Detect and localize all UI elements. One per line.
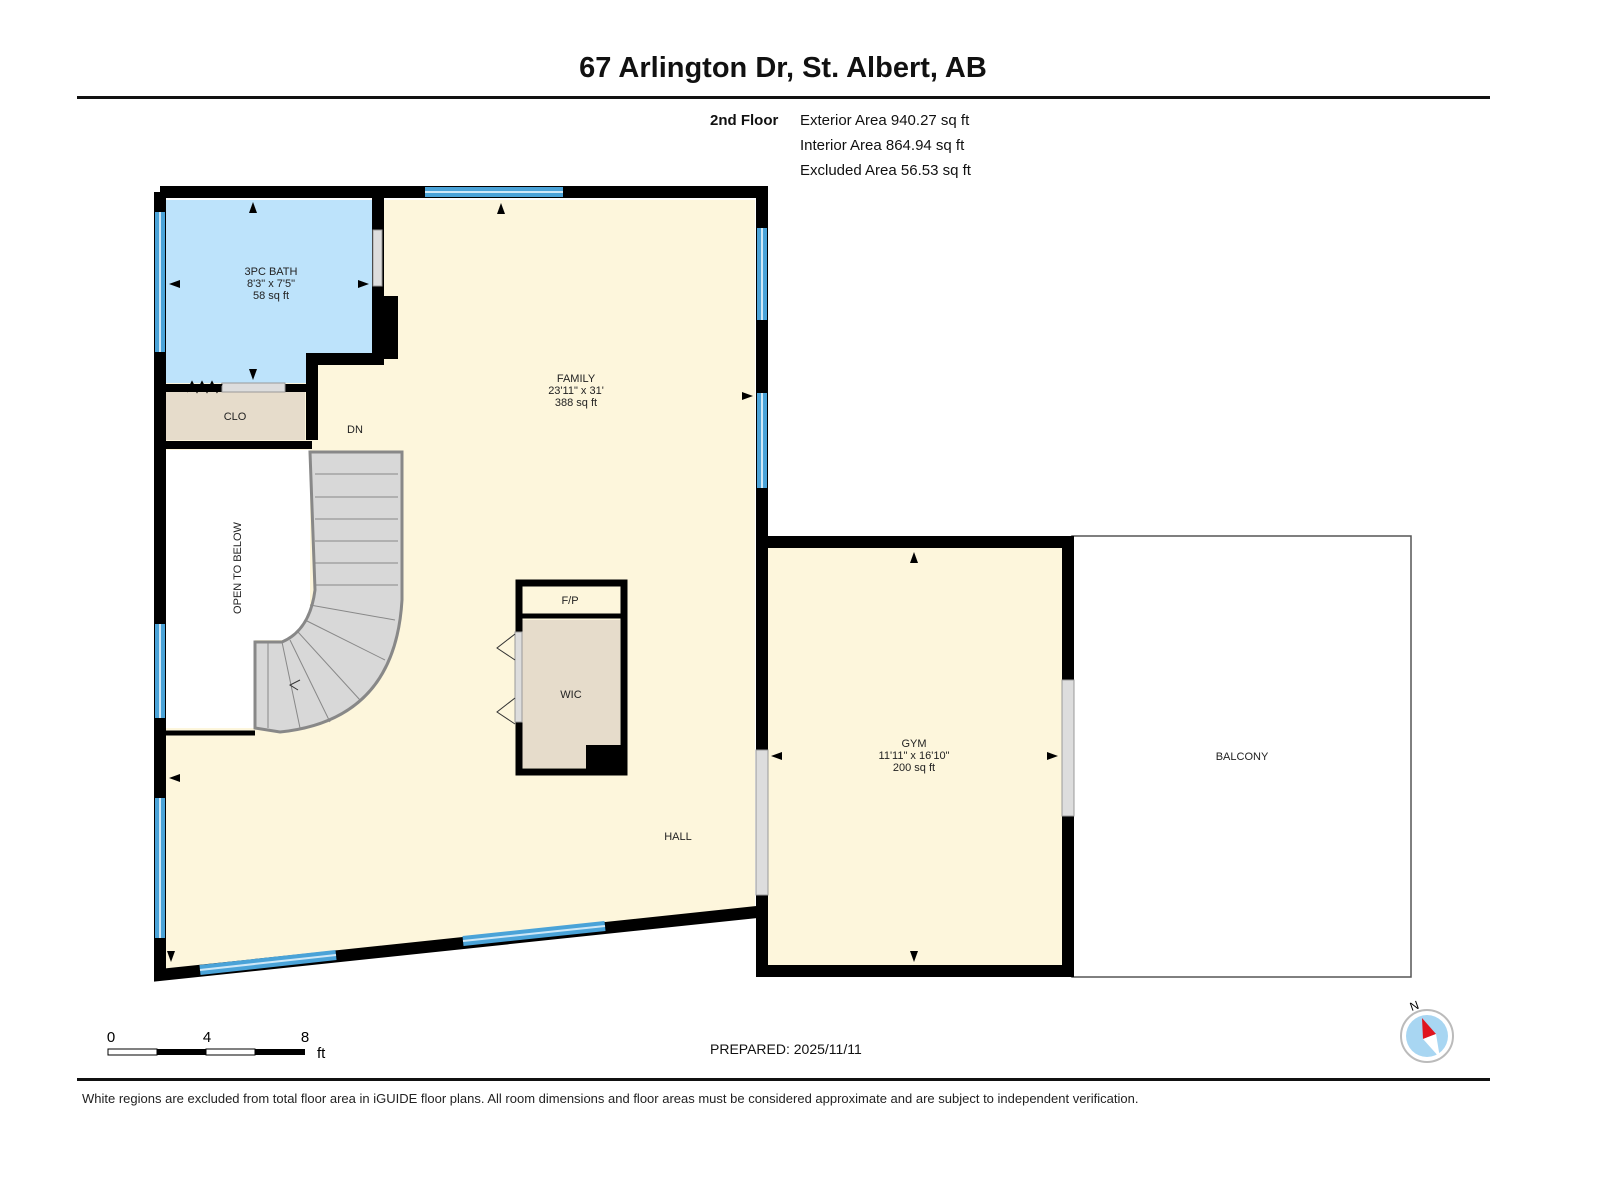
gym-area: 200 sq ft <box>893 762 935 774</box>
fireplace-label: F/P <box>561 595 578 607</box>
fireplace <box>522 588 620 612</box>
open-to-below-label: OPEN TO BELOW <box>232 521 244 614</box>
scale-tick-0: 0 <box>107 1029 115 1046</box>
compass-icon: N <box>1400 998 1454 1063</box>
balcony-label: BALCONY <box>1216 751 1269 763</box>
wic-label: WIC <box>560 689 581 701</box>
wall-bump <box>372 296 398 359</box>
open-to-below-area <box>165 450 310 728</box>
stair-treads <box>267 473 398 729</box>
header-divider <box>77 96 1490 99</box>
bath-area: 58 sq ft <box>253 290 289 302</box>
family-area: 388 sq ft <box>555 397 597 409</box>
scale-bar: 0 4 8 ft <box>107 1029 326 1062</box>
excluded-area: Excluded Area 56.53 sq ft <box>800 162 971 179</box>
scale-tick-4: 4 <box>203 1029 211 1046</box>
closet <box>165 392 305 440</box>
staircase <box>253 450 404 734</box>
footer-divider <box>77 1078 1490 1081</box>
floor-name: 2nd Floor <box>710 112 779 129</box>
prepared-date: PREPARED: 2025/11/11 <box>710 1041 862 1057</box>
wic-door-icon-2 <box>496 697 516 725</box>
doors <box>221 229 1075 896</box>
balcony <box>1071 535 1412 978</box>
bath-name: 3PC BATH <box>245 266 298 278</box>
family-name: FAMILY <box>557 373 596 385</box>
scale-unit: ft <box>317 1045 326 1062</box>
hall-label: HALL <box>664 831 692 843</box>
gym-dims: 11'11" x 16'10" <box>879 750 950 762</box>
gym-name: GYM <box>901 738 926 750</box>
closet-door-icon <box>186 380 223 394</box>
wic-corner <box>586 745 624 772</box>
scale-tick-8: 8 <box>301 1029 309 1046</box>
wic-door-icon <box>496 633 516 661</box>
family-dims: 23'11" x 31' <box>548 385 604 397</box>
bath-room <box>165 200 372 383</box>
footer-disclaimer: White regions are excluded from total fl… <box>82 1091 1139 1106</box>
dimension-arrows <box>167 202 1058 962</box>
wic-room <box>522 620 620 768</box>
page-title: 67 Arlington Dr, St. Albert, AB <box>579 52 987 84</box>
window-highlights <box>159 191 763 971</box>
stair-arrow-icon <box>288 679 301 691</box>
closet-label: CLO <box>224 411 247 423</box>
compass-north-label: N <box>1408 998 1421 1014</box>
bath-dims: 8'3" x 7'5" <box>247 278 295 290</box>
exterior-area: Exterior Area 940.27 sq ft <box>800 112 970 129</box>
interior-area: Interior Area 864.94 sq ft <box>800 137 965 154</box>
gym-room <box>768 548 1062 965</box>
down-label: DN <box>347 424 363 436</box>
